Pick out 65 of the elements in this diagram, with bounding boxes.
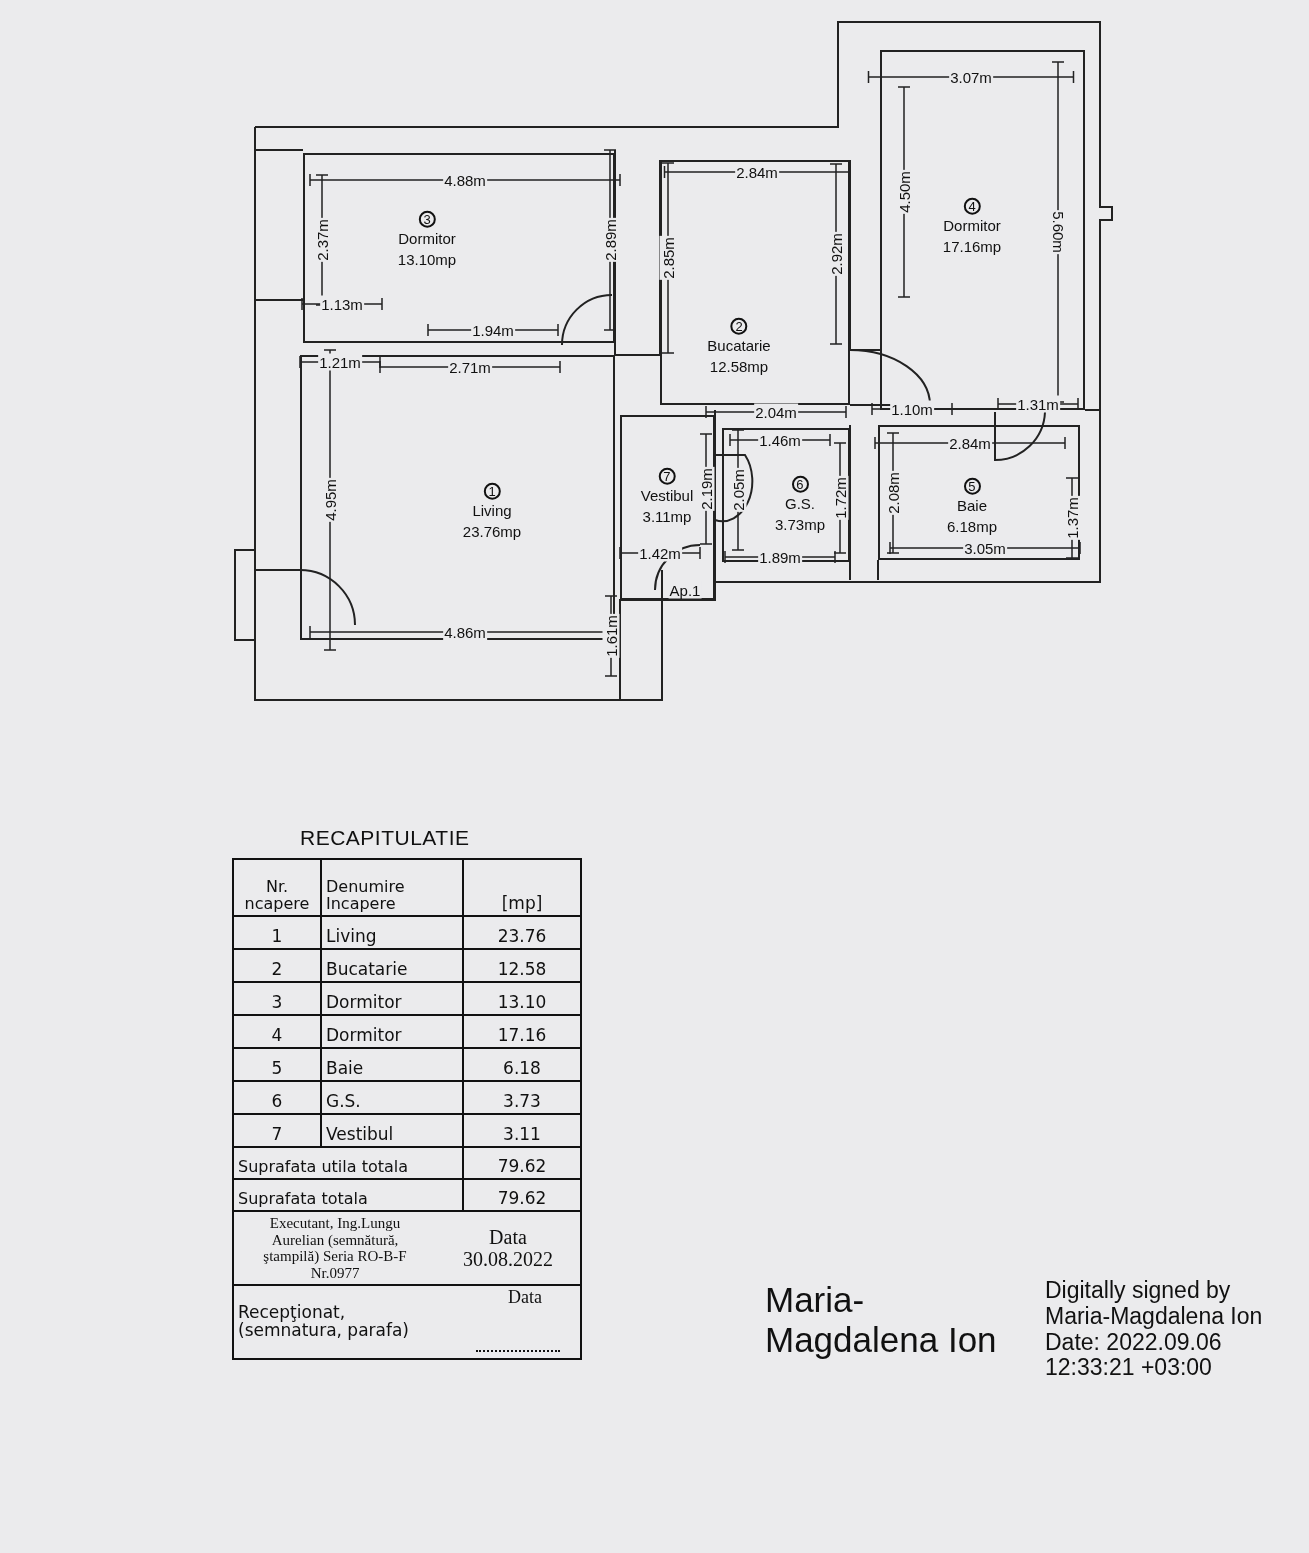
- area-value: 23.76: [497, 928, 547, 946]
- total-value: 79.62: [497, 1190, 547, 1208]
- room-area: 3.73mp: [775, 515, 825, 535]
- dimension-label: 1.42m: [638, 544, 682, 562]
- column-header: [mp]: [501, 895, 543, 913]
- room-area: 12.58mp: [709, 357, 769, 377]
- room-area: 17.16mp: [942, 237, 1002, 257]
- date-text: Data: [507, 1288, 543, 1308]
- room-number: 1: [483, 482, 501, 500]
- signature-name: Maria-Magdalena Ion: [765, 1280, 998, 1361]
- table-heading: RECAPITULATIE: [300, 826, 470, 850]
- dimension-label: 1.31m: [1016, 395, 1060, 413]
- room-name: Bucatarie: [707, 336, 771, 356]
- column-header: Denumire Incapere: [326, 879, 406, 913]
- room-name: Dormitor: [398, 229, 456, 249]
- dimension-label: 2.04m: [754, 403, 798, 421]
- room-number: 5: [963, 477, 981, 495]
- room-outline: [303, 153, 615, 343]
- room-number: 6: [791, 475, 809, 493]
- room-area: 3.11mp: [642, 507, 692, 527]
- room-name: Baie: [957, 496, 987, 516]
- date-text: Data 30.08.2022: [462, 1226, 554, 1270]
- area-value: 13.10: [497, 994, 547, 1012]
- room-number-text: 5: [271, 1060, 283, 1078]
- room-name-text: Vestibul: [326, 1126, 394, 1144]
- room-area: 23.76mp: [462, 522, 522, 542]
- room-number-text: 3: [271, 994, 283, 1012]
- dimension-label: 1.21m: [318, 353, 362, 371]
- room-name: Vestibul: [640, 486, 694, 506]
- room-number: 7: [658, 467, 676, 485]
- area-value: 12.58: [497, 961, 547, 979]
- room-name-text: Bucatarie: [326, 961, 408, 979]
- area-value: 6.18: [503, 1060, 541, 1078]
- room-name-text: G.S.: [326, 1093, 361, 1111]
- room-number-text: 2: [271, 961, 283, 979]
- room-number: 3: [418, 210, 436, 228]
- total-value: 79.62: [497, 1158, 547, 1176]
- room-name-text: Living: [326, 928, 377, 946]
- room-number: 2: [730, 317, 748, 335]
- room-name: Dormitor: [943, 216, 1001, 236]
- column-header: Nr. ncapere: [243, 879, 311, 913]
- area-value: 17.16: [497, 1027, 547, 1045]
- room-name-text: Baie: [326, 1060, 364, 1078]
- room-name-text: Dormitor: [326, 1027, 402, 1045]
- dimension-label: 2.85m: [659, 236, 677, 280]
- total-label: Suprafata utila totala: [238, 1159, 409, 1176]
- room-name-text: Dormitor: [326, 994, 402, 1012]
- room-number-text: 7: [271, 1126, 283, 1144]
- room-number-text: 6: [271, 1093, 283, 1111]
- room-number: 4: [963, 197, 981, 215]
- room-area: 13.10mp: [397, 250, 457, 270]
- room-number-text: 1: [271, 928, 283, 946]
- room-area: 6.18mp: [947, 517, 997, 537]
- room-name: G.S.: [785, 494, 815, 514]
- executant-text: Executant, Ing.Lungu Aurelian (semnătură, ştampilă) Seria RO-B-F Nr.0977: [262, 1215, 408, 1281]
- dimension-label: 1.61m: [602, 614, 620, 658]
- area-value: 3.73: [503, 1093, 541, 1111]
- digital-signature-text: Digitally signed by Maria-Magdalena Ion Date: 2022.09.06 12:33:21 +03:00: [1045, 1278, 1264, 1381]
- area-value: 3.11: [503, 1126, 541, 1144]
- dimension-label: 1.13m: [320, 295, 364, 313]
- dimension-label: 1.10m: [890, 400, 934, 418]
- reception-text: Recepţionat, (semnatura, parafa): [238, 1304, 410, 1340]
- total-label: Suprafata totala: [238, 1191, 368, 1208]
- room-name: Living: [472, 501, 512, 521]
- room-number-text: 4: [271, 1027, 283, 1045]
